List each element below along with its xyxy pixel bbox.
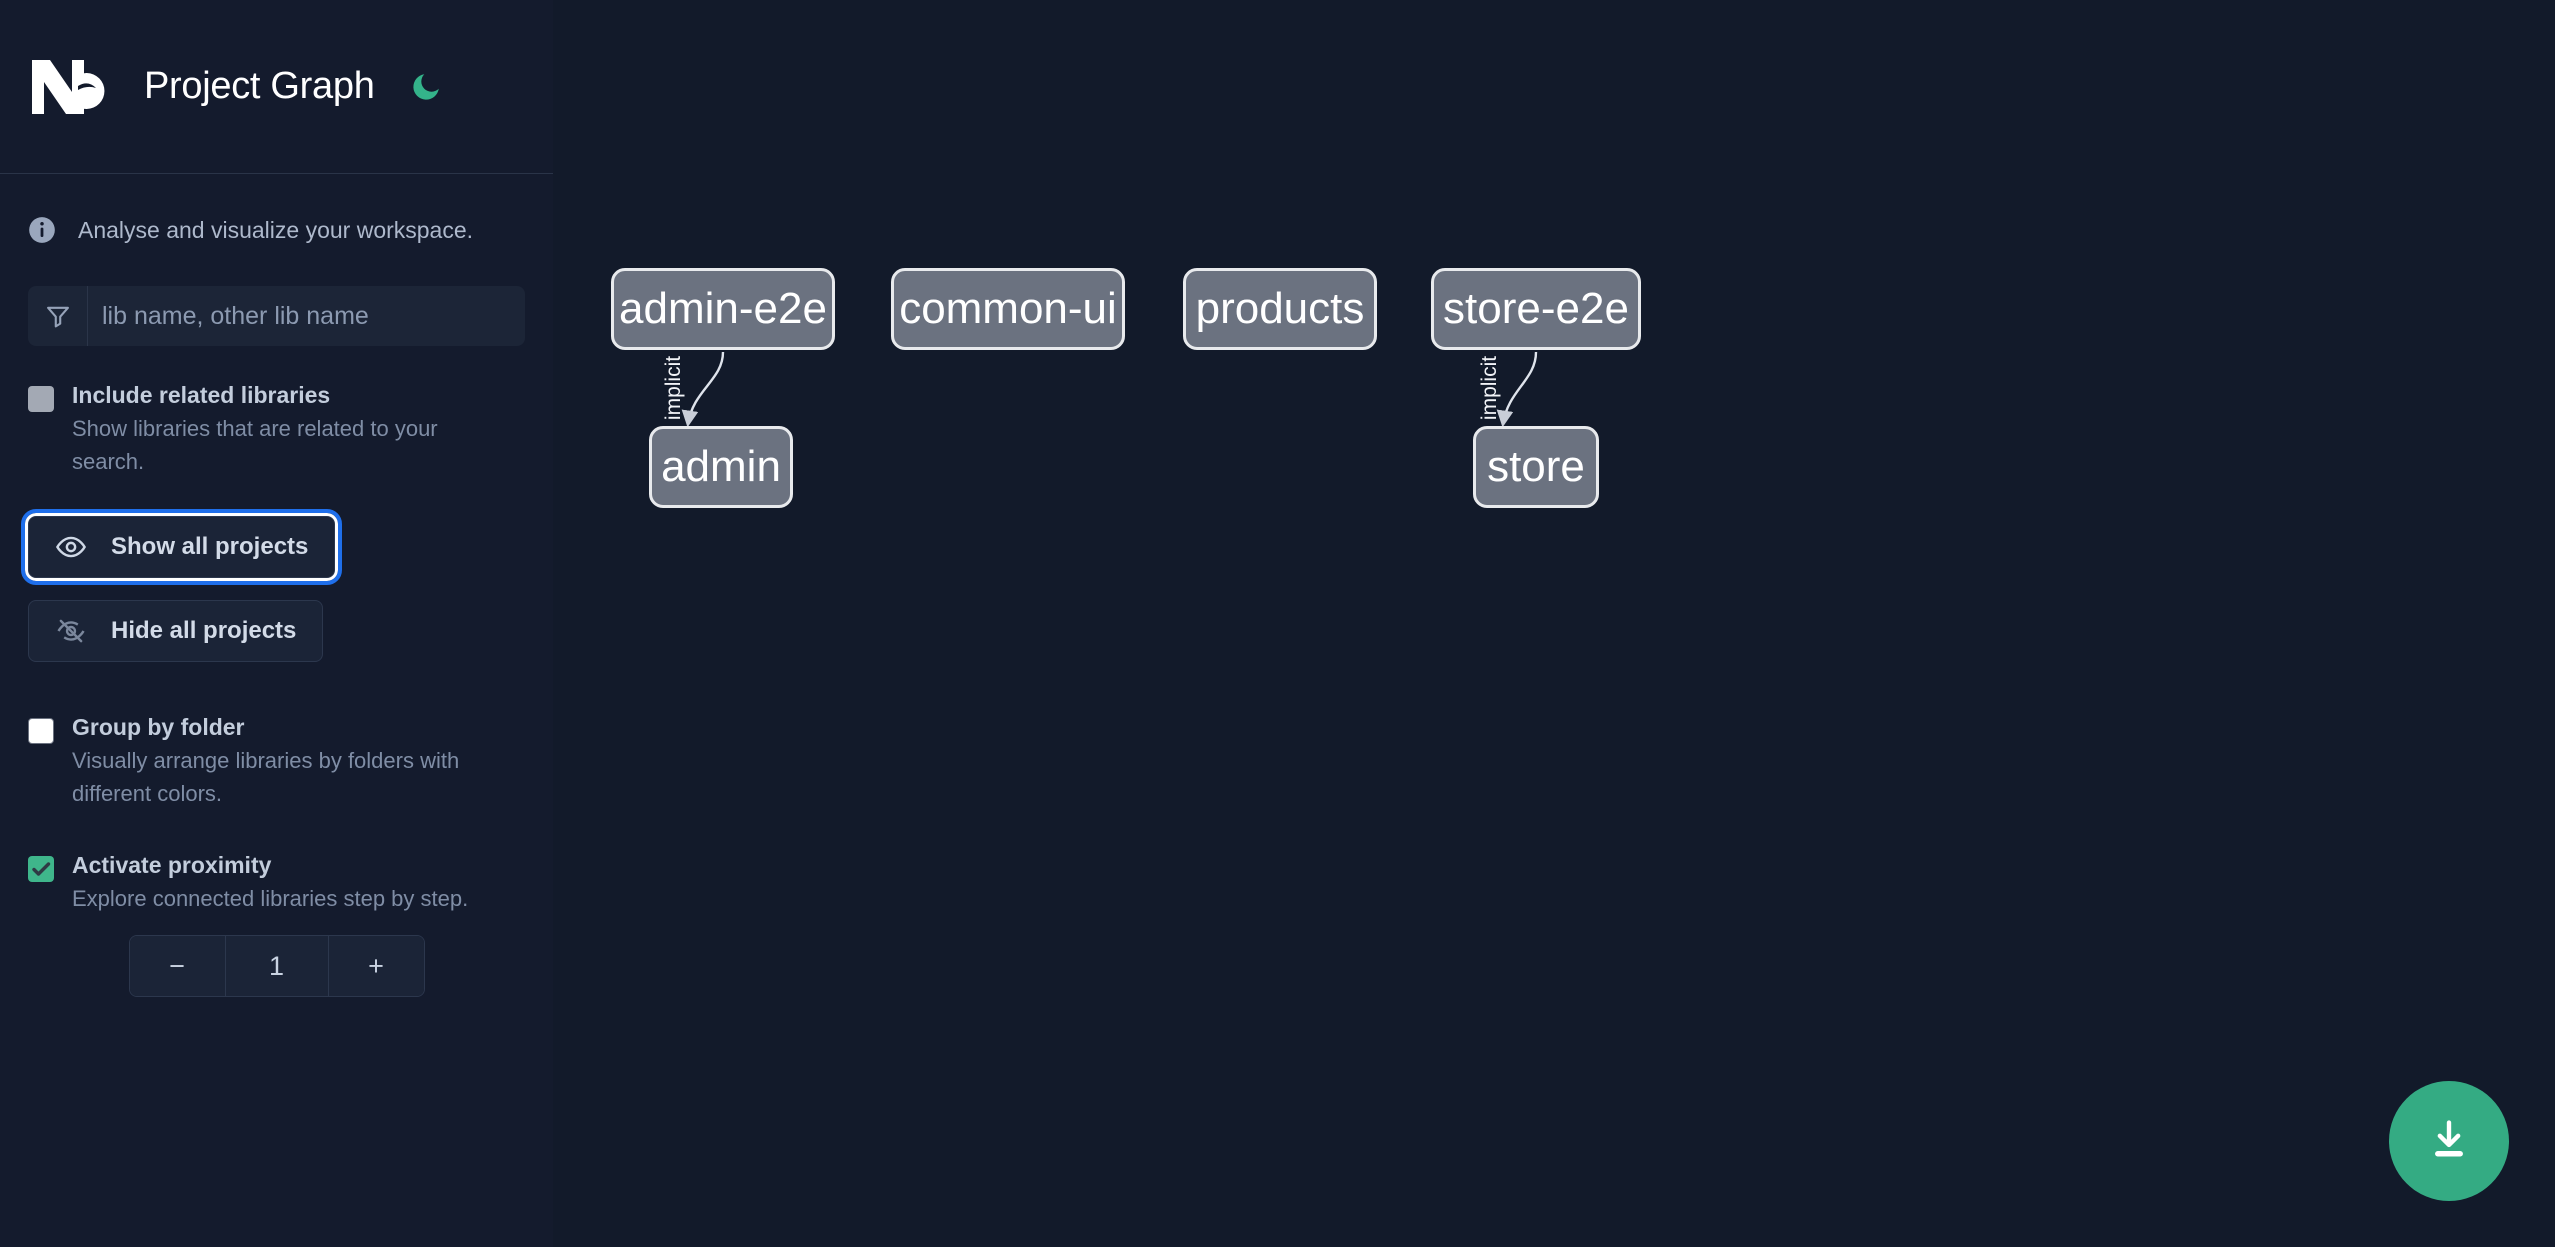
funnel-icon <box>28 286 88 346</box>
sidebar: Project Graph Analyse and visualize your… <box>0 0 553 1247</box>
graph-edges: implicit implicit <box>662 351 1538 428</box>
hide-all-projects-button[interactable]: Hide all projects <box>28 600 324 662</box>
graph-node-common-ui[interactable]: common-ui <box>891 268 1125 350</box>
edge-store-e2e-store <box>1496 351 1538 428</box>
eye-icon <box>55 532 91 562</box>
checkbox-box[interactable] <box>28 856 54 882</box>
checkbox-description: Explore connected libraries step by step… <box>72 886 469 911</box>
node-label: common-ui <box>899 284 1117 333</box>
edge-label-implicit-admin: implicit <box>662 356 685 420</box>
search-input[interactable] <box>88 286 525 346</box>
graph-canvas[interactable]: implicit implicit admin-e2e common-ui pr… <box>553 0 2555 1247</box>
stepper-value[interactable]: 1 <box>224 936 329 996</box>
checkbox-box[interactable] <box>28 386 54 412</box>
graph-node-store[interactable]: store <box>1473 426 1599 508</box>
graph-node-admin-e2e[interactable]: admin-e2e <box>611 268 835 350</box>
checkbox-box[interactable] <box>28 718 54 744</box>
info-icon <box>28 216 56 244</box>
graph-node-store-e2e[interactable]: store-e2e <box>1431 268 1641 350</box>
node-label: store <box>1487 442 1585 491</box>
filter-field[interactable] <box>28 286 525 346</box>
proximity-stepper: − 1 + <box>28 935 525 997</box>
graph-node-products[interactable]: products <box>1183 268 1377 350</box>
checkbox-label: Group by folder <box>72 714 245 740</box>
nx-logo-icon <box>28 56 116 118</box>
checkbox-description: Visually arrange libraries by folders wi… <box>72 748 460 806</box>
button-label: Show all projects <box>111 533 309 560</box>
node-label: admin-e2e <box>619 284 827 333</box>
sidebar-body: Analyse and visualize your workspace. In… <box>0 174 553 997</box>
checkbox-label: Activate proximity <box>72 852 272 878</box>
graph-node-admin[interactable]: admin <box>649 426 793 508</box>
download-icon <box>2424 1115 2474 1168</box>
node-label: products <box>1195 284 1365 333</box>
show-all-projects-button[interactable]: Show all projects <box>20 509 343 585</box>
node-label: admin <box>661 442 781 491</box>
button-label: Hide all projects <box>111 617 297 644</box>
checkbox-activate-proximity[interactable]: Activate proximity Explore connected lib… <box>28 848 525 915</box>
edge-label-implicit-store: implicit <box>1478 356 1501 420</box>
tagline: Analyse and visualize your workspace. <box>28 174 525 286</box>
checkbox-description: Show libraries that are related to your … <box>72 416 438 474</box>
download-graph-button[interactable] <box>2389 1081 2509 1201</box>
tagline-text: Analyse and visualize your workspace. <box>78 216 474 243</box>
eye-off-icon <box>55 616 91 646</box>
checkbox-label: Include related libraries <box>72 382 331 408</box>
checkbox-group-by-folder[interactable]: Group by folder Visually arrange librari… <box>28 710 525 810</box>
node-label: store-e2e <box>1443 284 1629 333</box>
moon-icon[interactable] <box>405 66 447 108</box>
checkbox-include-related-libraries[interactable]: Include related libraries Show libraries… <box>28 378 525 478</box>
stepper-increment-button[interactable]: + <box>328 936 424 996</box>
sidebar-header: Project Graph <box>0 0 553 174</box>
page-title: Project Graph <box>144 65 375 107</box>
edge-admin-e2e-admin <box>681 351 725 428</box>
stepper-decrement-button[interactable]: − <box>129 936 225 996</box>
